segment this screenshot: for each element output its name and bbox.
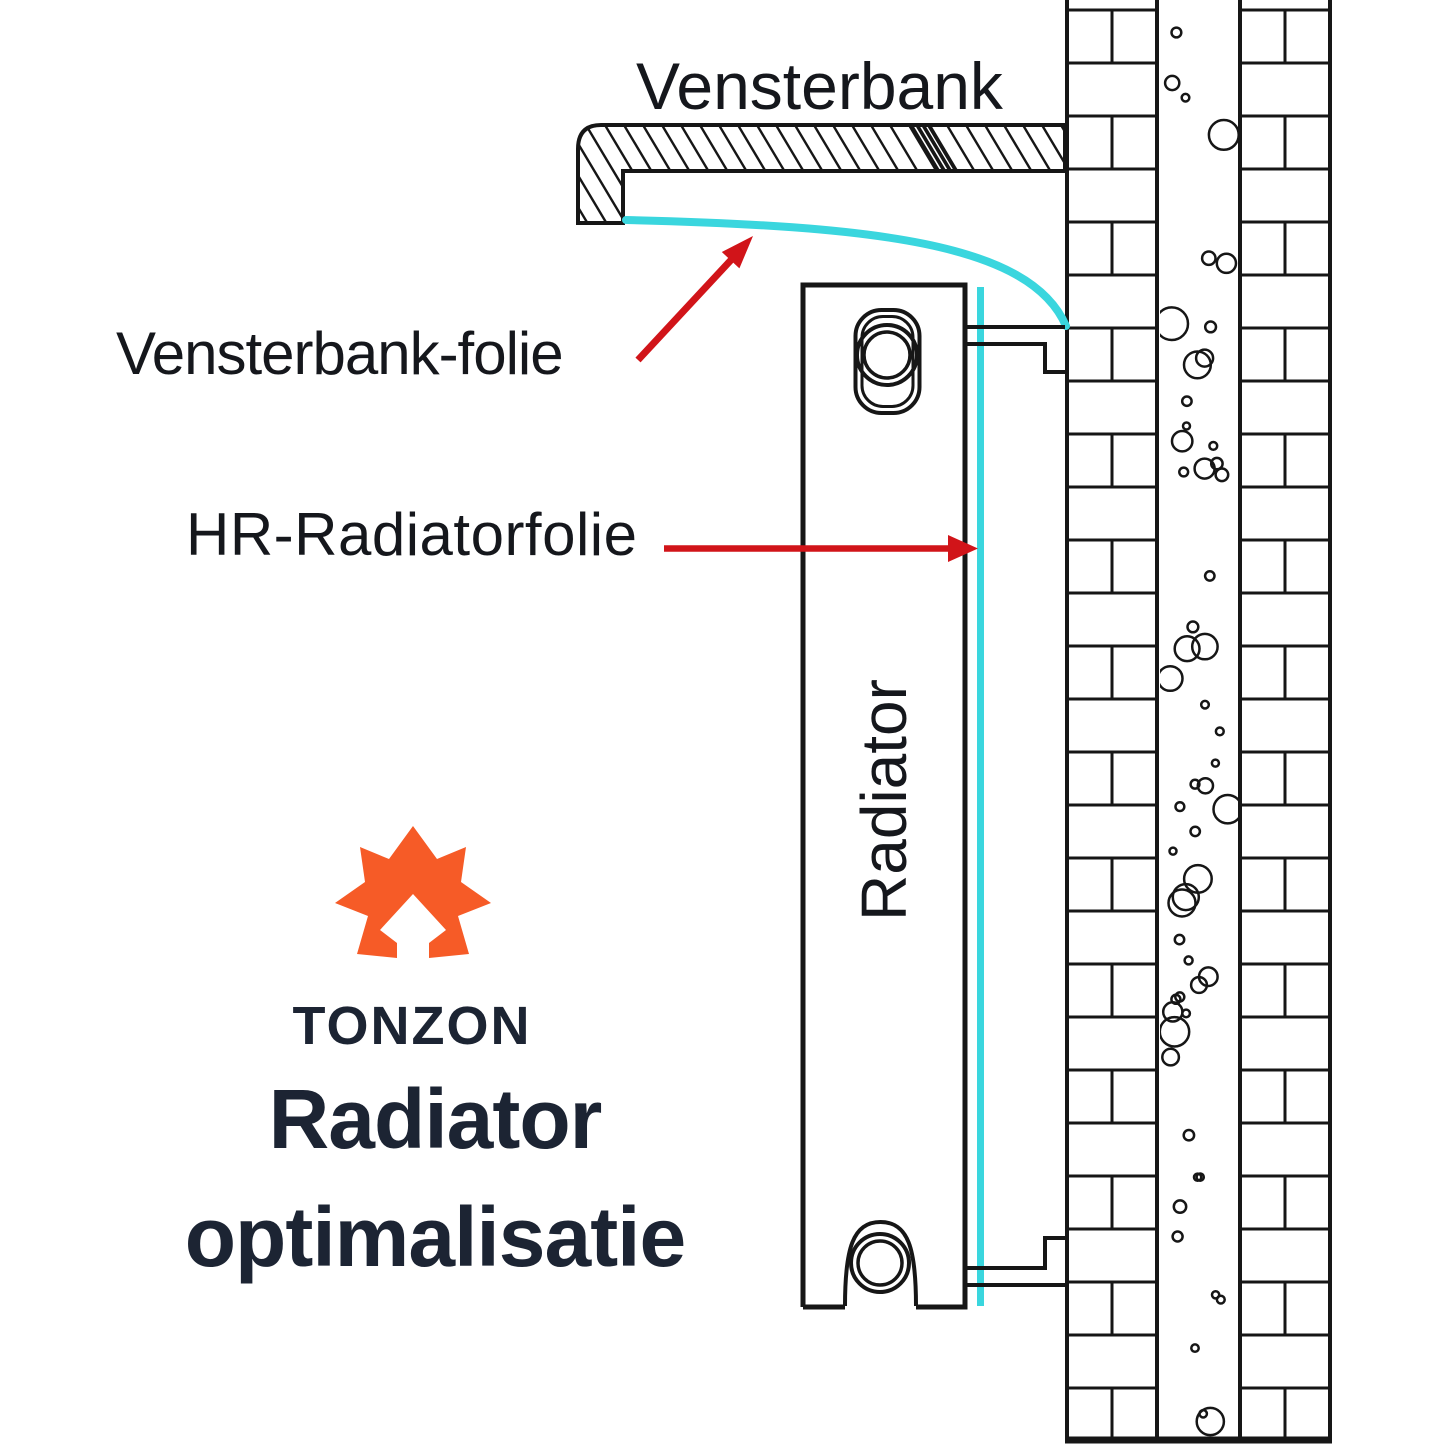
bubble	[1170, 26, 1183, 39]
bubble	[1173, 933, 1186, 946]
bubble	[1197, 966, 1219, 988]
bubble	[1192, 1172, 1203, 1183]
arrow-to-radiator-foil	[664, 535, 978, 562]
bubble	[1174, 800, 1186, 813]
bubble	[1178, 466, 1190, 478]
bubble	[1183, 955, 1194, 966]
top-pipe-outer-ring	[855, 323, 919, 387]
bubble	[1194, 348, 1215, 368]
bubble	[1193, 457, 1216, 480]
bubble	[1161, 1001, 1184, 1023]
windowsill-foil-label: Vensterbank-folie	[116, 320, 564, 387]
bubble	[1212, 793, 1238, 825]
bubble	[1214, 467, 1230, 483]
bubble	[1161, 1047, 1181, 1067]
bubble	[1168, 846, 1178, 856]
windowsill-outline	[576, 123, 1067, 225]
radiator-body	[800, 282, 968, 1310]
brick-course-lines	[1069, 8, 1328, 1443]
bubble	[1196, 776, 1215, 795]
bottom-pipe-inner-ring	[856, 1239, 904, 1287]
bubble	[1214, 726, 1225, 737]
windowsill-foil-line	[622, 216, 1070, 330]
bubble	[1186, 620, 1200, 634]
bubble	[1160, 1015, 1191, 1048]
cavity-insulation-bubbles	[1160, 26, 1238, 1437]
tagline-line2: optimalisatie	[184, 1190, 686, 1284]
bubble	[1190, 632, 1219, 661]
bubble	[1190, 1343, 1200, 1354]
bubble	[1167, 888, 1197, 918]
bubble	[1215, 1294, 1226, 1305]
wall-bracket-bottom	[966, 1236, 1065, 1287]
bubble	[1203, 569, 1216, 582]
bubble	[1160, 306, 1190, 342]
hr-radiator-foil-label: HR-Radiatorfolie	[186, 501, 638, 568]
radiator-fill	[803, 285, 965, 1307]
radiator-label: Radiator	[848, 679, 920, 921]
radiator-outline	[800, 282, 968, 1310]
brick-wall	[1065, 0, 1332, 1444]
hatch-line	[578, 125, 634, 223]
bubble	[1208, 440, 1219, 452]
bubble	[1182, 1128, 1196, 1142]
brand-name: TONZON	[292, 996, 532, 1056]
bubble	[1198, 1408, 1209, 1419]
bubble	[1180, 395, 1193, 408]
bubble	[1181, 421, 1192, 431]
bubble	[1172, 1199, 1188, 1215]
windowsill-label: Vensterbank	[636, 49, 1003, 123]
bubble	[1210, 758, 1221, 768]
wall-bracket-top	[966, 325, 1065, 374]
tagline-line1: Radiator	[268, 1072, 603, 1166]
arrow-to-windowsill-foil	[635, 236, 753, 363]
radiator-top-fitting	[853, 308, 922, 415]
windowsill	[576, 110, 1145, 234]
bubble	[1207, 118, 1238, 152]
bottom-pipe-outer-ring	[849, 1232, 911, 1294]
bubble	[1203, 320, 1218, 334]
bubble	[1200, 250, 1217, 267]
bubble	[1160, 664, 1184, 693]
bubble	[1180, 92, 1191, 103]
bubble	[1174, 991, 1186, 1003]
bubble	[1171, 1230, 1184, 1243]
bubble	[1195, 1406, 1226, 1437]
bubble	[1182, 863, 1213, 894]
bubble	[1170, 429, 1194, 453]
arrow-head-icon	[948, 535, 978, 562]
bubble	[1173, 635, 1201, 663]
hatch-line	[1071, 110, 1145, 234]
product-tagline: Radiator optimalisatie	[115, 1060, 755, 1296]
hatch-line	[578, 125, 615, 223]
tonzon-star-house-icon	[335, 826, 491, 958]
arrow-shaft	[635, 257, 734, 363]
top-fitting-inner	[860, 315, 915, 408]
hatch-line	[1031, 125, 1065, 223]
bubble	[1189, 825, 1202, 838]
bubble	[1215, 252, 1238, 275]
arrow-head-icon	[721, 236, 753, 269]
bubble	[1163, 74, 1181, 92]
bubble	[1189, 778, 1201, 790]
hatch-line	[578, 125, 596, 223]
top-pipe-inner-ring	[862, 330, 912, 380]
bubble	[1199, 699, 1211, 710]
radiator-bottom-fitting	[843, 1219, 918, 1307]
